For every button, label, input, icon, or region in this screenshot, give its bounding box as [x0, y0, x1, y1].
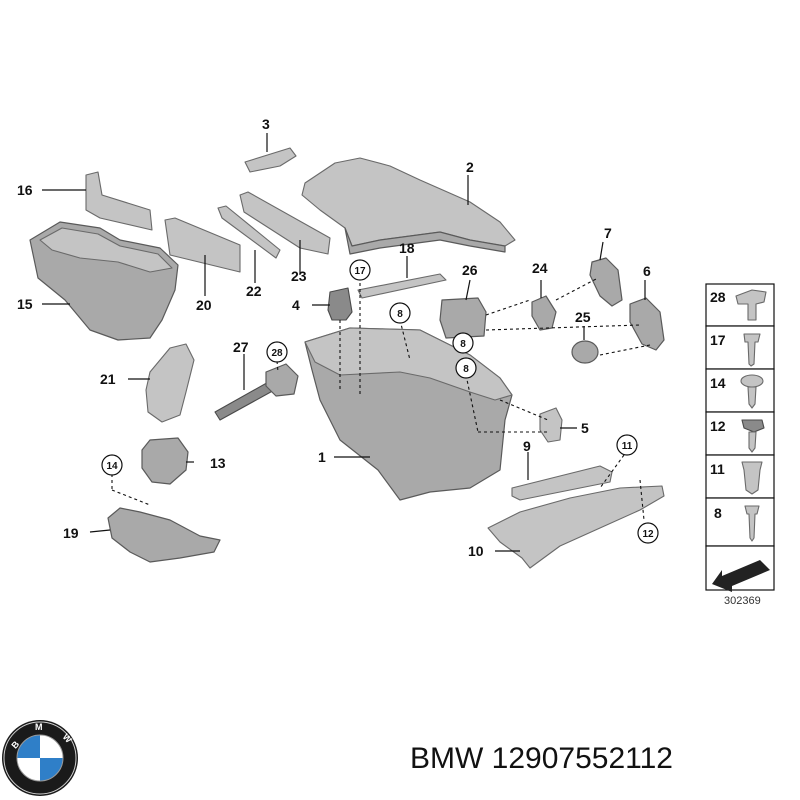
circle-8b: 8	[452, 332, 474, 354]
svg-text:12: 12	[642, 529, 654, 540]
brand-name: BMW	[410, 742, 484, 775]
legend-item-2: 17	[710, 332, 726, 348]
screw-icon	[743, 333, 761, 367]
callout-numbers: 3 2 16 18 26 24 7 6 20 22 23 15 4 25 27 …	[17, 116, 651, 559]
svg-text:B: B	[9, 739, 21, 751]
callout-10: 10	[468, 543, 484, 559]
part-13-housing	[141, 437, 189, 485]
callout-2: 2	[466, 159, 474, 175]
part-25-disc	[571, 340, 599, 364]
svg-text:8: 8	[463, 364, 469, 375]
circle-12: 12	[637, 522, 659, 544]
callout-15: 15	[17, 296, 33, 312]
bmw-logo: B M W	[2, 720, 78, 796]
callout-19: 19	[63, 525, 79, 541]
callout-22: 22	[246, 283, 262, 299]
part-3-bracket	[244, 147, 297, 173]
svg-text:28: 28	[271, 348, 283, 359]
svg-text:14: 14	[106, 461, 118, 472]
legend-item-4: 12	[710, 418, 726, 434]
callout-6: 6	[643, 263, 651, 279]
callout-27: 27	[233, 339, 249, 355]
part-19-bracket	[107, 507, 221, 563]
part-2-cover	[301, 157, 516, 247]
legend-item-6: 8	[714, 505, 722, 521]
callout-26: 26	[462, 262, 478, 278]
leader-lines	[42, 133, 646, 552]
circle-8c: 8	[455, 357, 477, 379]
fastener-legend: 28 17 14 12 11 8 302369	[705, 283, 775, 607]
washer-screw-icon	[740, 374, 764, 388]
circle-8a: 8	[389, 302, 411, 324]
circled-numbers: 17 28 8 8 8 14 11 12	[101, 259, 659, 544]
callout-4: 4	[292, 297, 300, 313]
part-9-strip	[511, 465, 613, 501]
legend-item-5: 11	[710, 461, 725, 477]
callout-9: 9	[523, 438, 531, 454]
hex-screw-icon	[741, 419, 765, 433]
part-6-bracket	[629, 297, 665, 351]
svg-text:11: 11	[622, 441, 633, 452]
part-18-bar	[357, 273, 447, 299]
callout-24: 24	[532, 260, 548, 276]
callout-23: 23	[291, 268, 307, 284]
part-caption: BMW 12907552112	[410, 742, 790, 776]
callout-18: 18	[399, 240, 415, 256]
part-20-panel	[164, 217, 241, 273]
part-26-block	[439, 297, 487, 339]
circle-28: 28	[266, 341, 288, 363]
svg-text:8: 8	[397, 309, 403, 320]
callout-5: 5	[581, 420, 589, 436]
part-15-tray-top	[39, 227, 173, 273]
part-2-cover-side	[344, 227, 506, 255]
callout-7: 7	[604, 225, 612, 241]
self-tapping-screw-icon	[744, 505, 760, 542]
part-4-grommet	[327, 287, 353, 321]
part-24-clip	[531, 295, 557, 331]
part-22-strip	[217, 205, 281, 259]
part-number: 12907552112	[491, 742, 673, 775]
part-23-strip	[239, 191, 331, 255]
part-7-bracket	[589, 257, 623, 307]
dashed-lines	[111, 277, 651, 521]
callout-21: 21	[100, 371, 116, 387]
callout-16: 16	[17, 182, 33, 198]
reference-number: 302369	[724, 595, 761, 607]
legend-item-3: 14	[710, 375, 726, 391]
part-16-panel	[85, 171, 153, 231]
callout-13: 13	[210, 455, 226, 471]
expanding-nut-icon	[741, 461, 763, 495]
callout-3: 3	[262, 116, 270, 132]
part-21-duct	[145, 343, 195, 423]
clip-icon	[735, 289, 767, 321]
callout-25: 25	[575, 309, 591, 325]
legend-item-1: 28	[710, 289, 726, 305]
callout-1: 1	[318, 449, 326, 465]
part-5-clip	[539, 407, 563, 443]
circle-14: 14	[101, 454, 123, 476]
svg-text:M: M	[35, 722, 43, 732]
callout-20: 20	[196, 297, 212, 313]
svg-text:8: 8	[460, 339, 466, 350]
direction-arrow-icon	[712, 560, 770, 592]
circle-11: 11	[616, 434, 638, 456]
svg-text:17: 17	[354, 266, 366, 277]
part-10-guide	[487, 485, 665, 569]
part-27-bolt-head	[265, 363, 299, 397]
circle-17: 17	[349, 259, 371, 281]
